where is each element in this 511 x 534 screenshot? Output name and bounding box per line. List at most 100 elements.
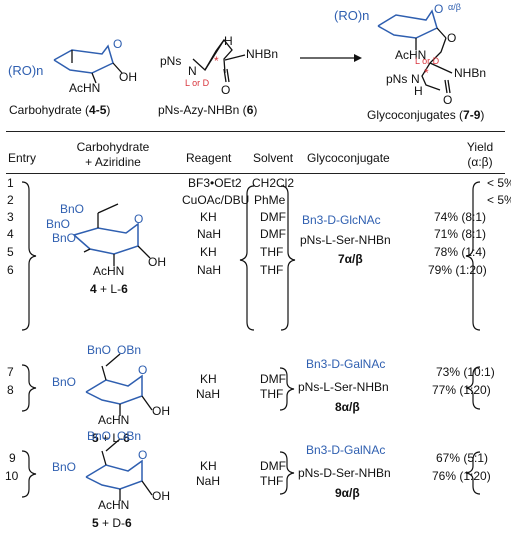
product-sugar: Bn3-D-GalNAc	[306, 443, 386, 457]
substrate-bno-3: BnO	[52, 231, 77, 245]
substrate-oh: OH	[152, 404, 170, 418]
yield-cell: < 5%	[487, 193, 511, 207]
entry-cell: 6	[7, 263, 14, 277]
yield-cell: 67% (5:1)	[436, 451, 489, 465]
solvent-cell: THF	[260, 387, 284, 401]
substrate-obn: OBn	[117, 343, 142, 357]
substrate-achn: AcHN	[98, 413, 130, 427]
glyco-caption: Glycoconjugates (7-9)	[367, 108, 485, 122]
solvent-cell: DMF	[260, 227, 286, 241]
substrate-bno-1: BnO	[60, 202, 85, 216]
substrate-achn: AcHN	[98, 498, 130, 512]
table-top-rule	[6, 131, 505, 132]
azy-n: N	[188, 64, 197, 78]
solvent-cell: DMF	[260, 459, 286, 473]
yield-cell: 78% (1:4)	[434, 245, 487, 259]
reagent-cell: NaH	[197, 227, 222, 241]
entry-cell: 5	[7, 245, 14, 259]
carb-oh: OH	[119, 70, 137, 84]
glyco-achn: AcHN	[395, 48, 427, 62]
substrate-bno-1: BnO	[87, 429, 112, 443]
glyco-anomer: α/β	[448, 2, 461, 12]
reagent-cell: NaH	[196, 474, 221, 488]
entry-cell: 4	[7, 227, 14, 241]
reagent-cell: NaH	[197, 263, 222, 277]
glyco-ring-o: O	[434, 2, 444, 16]
header-carbohydrate: Carbohydrate	[76, 140, 150, 154]
substrate-ring-o: O	[138, 363, 148, 377]
substrate-achn: AcHN	[93, 264, 125, 278]
header-alpha-beta: (α:β)	[467, 155, 493, 169]
solvent-cell: CH2Cl2	[252, 176, 295, 190]
product-label: 8α/β	[335, 400, 360, 414]
glyco-l-or-d: L or D	[415, 56, 440, 66]
substrate-bno-2: BnO	[46, 217, 71, 231]
glyco-n: N	[411, 72, 420, 86]
entry-cell: 9	[9, 451, 16, 465]
glyco-stereo-star: *	[424, 66, 429, 80]
table-header-rule	[6, 173, 505, 174]
header-entry: Entry	[8, 151, 37, 165]
solvent-cell: DMF	[260, 372, 286, 386]
yield-cell: 77% (1:20)	[432, 383, 491, 397]
product-serine: pNs-L-Ser-NHBn	[298, 380, 389, 394]
substrate-obn: OBn	[117, 429, 142, 443]
product-label: 7α/β	[338, 252, 363, 266]
azy-nhbn: NHBn	[246, 47, 279, 61]
solvent-cell: THF	[260, 245, 284, 259]
yield-cell: 71% (8:1)	[434, 227, 487, 241]
entry-cell: 7	[7, 365, 14, 379]
carb-achn: AcHN	[69, 81, 101, 95]
azy-o: O	[221, 83, 231, 97]
product-sugar: Bn3-D-GlcNAc	[302, 213, 381, 227]
carb-caption: Carbohydrate (4-5)	[9, 103, 111, 117]
solvent-cell: THF	[260, 474, 284, 488]
substrate-ring-o: O	[138, 448, 148, 462]
substrate-ring-o: O	[134, 212, 144, 226]
glyco-h: H	[414, 84, 423, 98]
reagent-cell: KH	[200, 372, 217, 386]
substrate-oh: OH	[148, 255, 166, 269]
header-yield: Yield	[466, 140, 494, 154]
yield-cell: 74% (8:1)	[434, 210, 487, 224]
solvent-cell: PhMe	[254, 193, 286, 207]
header-aziridine: + Aziridine	[85, 155, 141, 169]
substrate-label: 5 + L-6	[92, 431, 130, 445]
reagent-cell: NaH	[196, 387, 221, 401]
glyco-pns: pNs	[386, 72, 408, 86]
substrate-bno-3: BnO	[52, 375, 77, 389]
entry-cell: 10	[5, 469, 19, 483]
entry-cell: 3	[7, 210, 14, 224]
yield-cell: < 5%	[487, 176, 511, 190]
azy-h: H	[224, 34, 233, 48]
glyco-o-link: O	[447, 31, 457, 45]
solvent-cell: DMF	[260, 210, 286, 224]
azy-caption: pNs-Azy-NHBn (6)	[158, 103, 258, 117]
glyco-o: O	[443, 93, 453, 107]
product-serine: pNs-D-Ser-NHBn	[298, 466, 391, 480]
reagent-cell: KH	[200, 245, 217, 259]
entry-cell: 8	[7, 383, 14, 397]
substrate-label: 5 + D-6	[92, 516, 132, 530]
reagent-cell: KH	[200, 459, 217, 473]
substrate-bno-1: BnO	[87, 343, 112, 357]
yield-cell: 73% (10:1)	[436, 365, 495, 379]
substrate-label: 4 + L-6	[90, 282, 128, 296]
glyco-nhbn: NHBn	[454, 66, 487, 80]
substrate-bno-3: BnO	[52, 460, 77, 474]
carb-ro-n: (RO)n	[8, 63, 44, 78]
entry-cell: 1	[7, 176, 14, 190]
yield-cell: 79% (1:20)	[428, 263, 487, 277]
glyco-ro-n: (RO)n	[334, 8, 370, 23]
carbohydrate-ring-drawing	[53, 9, 453, 94]
solvent-cell: THF	[260, 263, 284, 277]
header-solvent: Solvent	[253, 151, 294, 165]
substrate-oh: OH	[152, 489, 170, 503]
header-reagent: Reagent	[186, 151, 232, 165]
azy-pns: pNs	[160, 54, 182, 68]
reagent-cell: BF3•OEt2	[188, 176, 242, 190]
header-glycoconjugate: Glycoconjugate	[307, 151, 390, 165]
product-serine: pNs-L-Ser-NHBn	[300, 233, 391, 247]
yield-cell: 76% (1:20)	[432, 469, 491, 483]
